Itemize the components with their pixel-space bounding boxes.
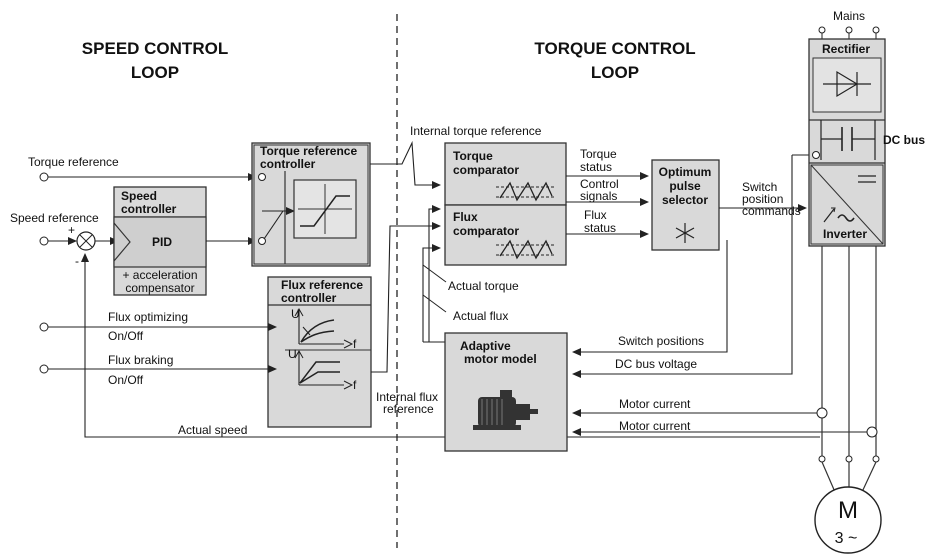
actual-torque-feedback-line (428, 205, 441, 342)
actual-torque-label: Actual torque (448, 279, 519, 293)
graph-u-label-2: U (288, 347, 297, 361)
dc-bus-label: DC bus (883, 133, 925, 147)
flux-braking-label: Flux braking (108, 353, 173, 367)
flux-optimizing-label: Flux optimizing (108, 310, 188, 324)
motor-m-label: M (838, 497, 858, 524)
flux-ref-controller-block (267, 276, 372, 428)
torque-status-label: Torque (580, 147, 617, 161)
torque-ref-switch-contact-1 (258, 173, 266, 181)
torque-comparator-title: Torque (453, 149, 493, 163)
speed-loop-heading: SPEED CONTROL (82, 39, 228, 58)
summing-junction (76, 231, 96, 251)
motor-current-label-1: Motor current (619, 397, 691, 411)
switch-commands-label: Switch (742, 180, 777, 194)
sum-plus-sign: + (68, 223, 75, 237)
flux-status-label-2: status (584, 221, 616, 235)
flux-braking-terminal (39, 364, 49, 374)
torque-ref-switch-contact-2 (258, 237, 266, 245)
mains-label: Mains (833, 9, 865, 23)
accel-comp-label: + acceleration (122, 268, 197, 282)
speed-reference-terminal (39, 236, 49, 246)
dc-symbol-icon (858, 175, 876, 183)
graph-u-label-1: U (291, 307, 300, 321)
internal-flux-ref-label: Internal flux (376, 390, 438, 404)
switch-commands-label-2: position (742, 192, 783, 206)
accel-comp-label-2: compensator (125, 281, 194, 295)
flux-optimizing-terminal (39, 322, 49, 332)
speed-controller-title: Speed (121, 189, 157, 203)
torque-ref-controller-title: Torque reference (260, 144, 357, 158)
graph-f-label-1: f (353, 337, 357, 351)
flux-ref-controller-title-2: controller (281, 291, 337, 305)
motor-model-title: Adaptive (460, 339, 511, 353)
motor-icon (473, 390, 538, 430)
vector-star-icon (675, 223, 695, 243)
internal-flux-ref-line (371, 222, 441, 373)
internal-flux-ref-label-2: reference (383, 402, 434, 416)
pid-label: PID (152, 235, 172, 249)
pulse-selector-block (651, 159, 720, 251)
actual-flux-label: Actual flux (453, 309, 508, 323)
flux-braking-graph (294, 349, 354, 390)
sum-minus-sign: - (75, 254, 79, 268)
flux-comparator-block (444, 204, 567, 266)
torque-ref-switch-arm (263, 210, 284, 240)
torque-ref-controller-title-2: controller (260, 157, 316, 171)
rectifier-block (812, 57, 882, 113)
flux-ref-controller-title: Flux reference (281, 278, 363, 292)
motor-phase-wires (816, 246, 880, 493)
control-signals-label: Control (580, 177, 619, 191)
pulse-selector-title: Optimum (659, 165, 712, 179)
switch-positions-label: Switch positions (618, 334, 704, 348)
actual-flux-feedback-line (422, 244, 441, 342)
capacitor-icon (841, 127, 853, 151)
flux-comparator-title: Flux (453, 210, 478, 224)
motor-current-label-2: Motor current (619, 419, 691, 433)
control-signals-label-2: signals (580, 189, 617, 203)
inverter-label: Inverter (823, 227, 867, 241)
flux-status-label: Flux (584, 208, 607, 222)
torque-status-label-2: status (580, 160, 612, 174)
graph-f-label-2: f (353, 378, 357, 392)
motor-model-title-2: motor model (464, 352, 537, 366)
pulse-selector-title-3: selector (662, 193, 708, 207)
internal-torque-ref-line (370, 140, 441, 189)
switch-commands-label-3: commands (742, 204, 801, 218)
flux-optimizing-graph (294, 307, 354, 349)
switch-positions-line (572, 240, 728, 356)
diode-icon (823, 70, 871, 98)
flux-optimizing-onoff: On/Off (108, 329, 144, 343)
ac-symbol-icon (823, 207, 855, 223)
dc-bus-voltage-line (572, 155, 793, 378)
torque-hysteresis-icon (496, 181, 556, 202)
torque-reference-label: Torque reference (28, 155, 119, 169)
torque-reference-terminal (39, 172, 49, 182)
mains-terminals (818, 26, 880, 39)
torque-loop-heading-2: LOOP (591, 63, 639, 82)
flux-braking-onoff: On/Off (108, 373, 144, 387)
speed-reference-label: Speed reference (10, 211, 99, 225)
speed-loop-heading-2: LOOP (131, 63, 179, 82)
motor-phase-label: 3 ~ (835, 530, 858, 547)
dc-bus-rails (820, 120, 876, 160)
torque-loop-heading: TORQUE CONTROL (534, 39, 695, 58)
flux-comparator-title-2: comparator (453, 224, 519, 238)
flux-hysteresis-icon (496, 239, 556, 260)
internal-torque-ref-label: Internal torque reference (410, 124, 542, 138)
torque-comparator-title-2: comparator (453, 163, 519, 177)
motor-circle (814, 486, 882, 554)
pulse-selector-title-2: pulse (669, 179, 701, 193)
dc-bus-terminal (812, 151, 820, 159)
actual-speed-feedback-line (81, 253, 820, 438)
rectifier-label: Rectifier (822, 42, 870, 56)
dc-bus-voltage-label: DC bus voltage (615, 357, 697, 371)
actual-speed-label: Actual speed (178, 423, 247, 437)
speed-controller-title-2: controller (121, 202, 177, 216)
